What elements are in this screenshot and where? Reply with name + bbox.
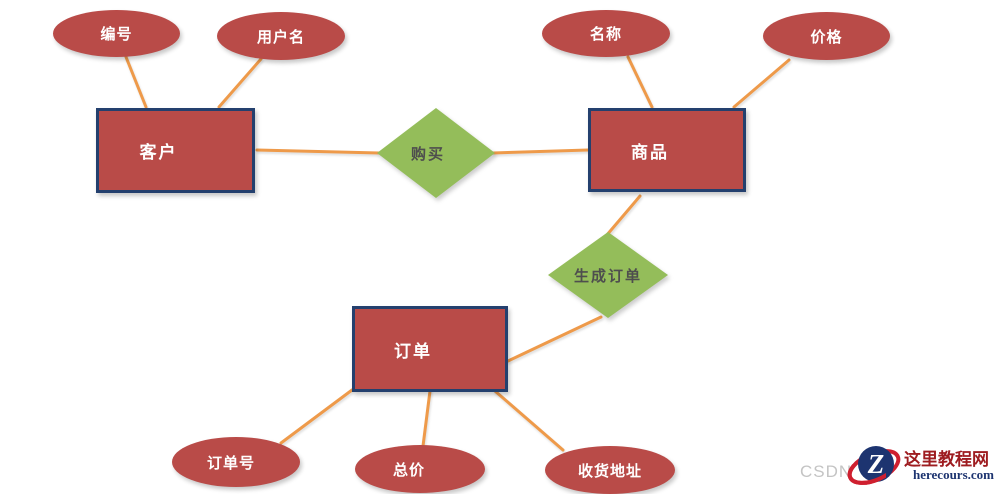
entity-product: 商品	[588, 108, 746, 192]
attribute-username: 用户名	[217, 12, 345, 60]
attribute-shipping-address: 收货地址	[545, 446, 675, 494]
connector-order-to-totalprice	[421, 389, 432, 448]
entity-order: 订单	[352, 306, 508, 392]
site-url: herecours.com	[913, 467, 994, 482]
attribute-total-price: 总价	[355, 445, 485, 493]
entity-label: 订单	[394, 341, 432, 361]
site-watermark: Z 这里教程网 herecours.com	[846, 440, 996, 492]
relationship-generate-order: 生成订单	[548, 232, 668, 318]
connector-price-to-product	[732, 58, 791, 109]
attribute-label: 编号	[100, 26, 133, 43]
connector-order-to-ordernumber	[279, 388, 354, 445]
relationship-label: 购买	[410, 145, 445, 163]
attribute-order-number: 订单号	[172, 437, 300, 487]
attribute-price: 价格	[763, 12, 890, 60]
connector-username-to-customer	[217, 57, 263, 109]
entity-label: 商品	[631, 142, 669, 162]
attribute-product-name: 名称	[542, 10, 670, 57]
connector-purchase-to-product	[491, 148, 590, 155]
attribute-label: 总价	[392, 461, 425, 479]
site-logo-icon: Z	[847, 446, 901, 485]
svg-text:Z: Z	[867, 449, 885, 479]
connector-order-to-address	[493, 389, 565, 452]
connector-customer-to-purchase	[255, 148, 381, 155]
csdn-watermark: CSDN	[800, 462, 853, 481]
attribute-customer-id: 编号	[53, 10, 180, 57]
connector-id-to-customer	[124, 55, 148, 109]
relationship-label: 生成订单	[573, 267, 642, 285]
site-name: 这里教程网	[904, 450, 989, 469]
connector-name-to-product	[626, 55, 654, 109]
connector-generate-to-order	[506, 315, 603, 363]
connector-product-to-generate	[604, 194, 642, 238]
entity-customer: 客户	[96, 108, 255, 193]
entity-label: 客户	[139, 143, 178, 162]
relationship-purchase: 购买	[377, 108, 495, 198]
attribute-label: 用户名	[256, 28, 305, 46]
attribute-label: 收货地址	[577, 462, 642, 480]
attribute-label: 价格	[810, 28, 843, 46]
attribute-label: 订单号	[206, 454, 255, 472]
attribute-label: 名称	[589, 26, 622, 43]
